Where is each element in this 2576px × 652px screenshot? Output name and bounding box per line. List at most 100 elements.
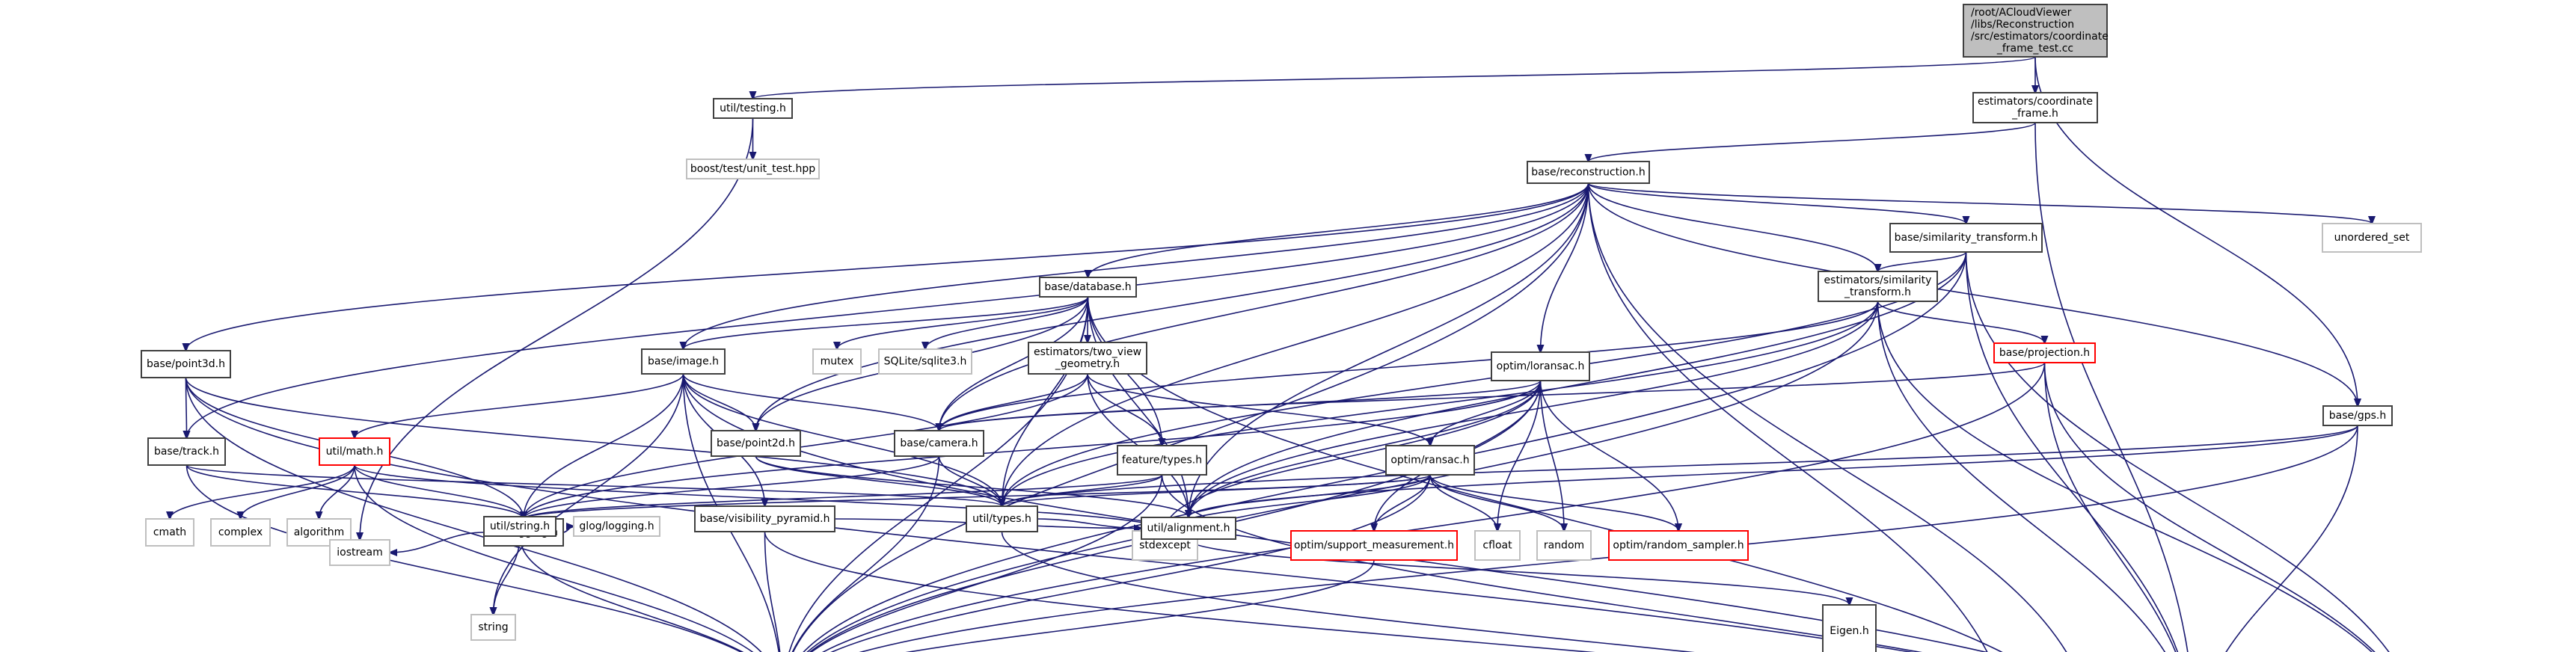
node-label: util/testing.h (720, 102, 786, 114)
node-label: algorithm (294, 526, 345, 538)
node-sqlite-sqlite3-h: SQLite/sqlite3.h (878, 348, 972, 375)
node-box (1972, 92, 2098, 123)
node-box (210, 518, 271, 547)
node-box (1822, 604, 1877, 652)
edge-sim_transform-to-est_sim (1878, 251, 1967, 271)
node-estimators-coordinate-frame-h[interactable]: estimators/coordinate_frame.h (1972, 92, 2098, 123)
node-label: cmath (153, 526, 186, 538)
node-util-testing-h[interactable]: util/testing.h (713, 98, 793, 119)
node-base-database-h[interactable]: base/database.h (1039, 277, 1137, 298)
node-label: base/camera.h (900, 437, 978, 449)
node-iostream: iostream (329, 539, 390, 566)
node-label: optim/loransac.h (1497, 360, 1585, 372)
node-label: base/gps.h (2329, 410, 2386, 422)
node-util-alignment-h[interactable]: util/alignment.h (1141, 517, 1236, 540)
node-label: estimators/two_view (1034, 346, 1141, 358)
node-box (694, 505, 835, 532)
node-optim-ransac-h[interactable]: optim/ransac.h (1385, 445, 1475, 476)
edge-projection-to-vector (822, 362, 2046, 652)
node-box (470, 614, 516, 641)
node-label: /root/ACloudViewer (1971, 7, 2072, 19)
node-label: _geometry.h (1055, 358, 1120, 370)
edge-feature_types-to-logging (524, 474, 1163, 519)
node-label: base/track.h (154, 446, 219, 458)
node-feature-types-h[interactable]: feature/types.h (1117, 445, 1207, 476)
node-base-point2d-h[interactable]: base/point2d.h (711, 430, 801, 457)
edge-point2d-to-alignment (755, 455, 1189, 517)
node-label: util/types.h (972, 513, 1031, 525)
node-base-visibility-pyramid-h[interactable]: base/visibility_pyramid.h (694, 505, 835, 532)
edge-reconstruction-to-alignment (1189, 182, 1589, 517)
node-label: mutex (821, 356, 854, 368)
edge-reconstruction-to-loransac (1541, 182, 1589, 352)
edge-image-to-math (355, 373, 684, 438)
edge-sim_transform-to-vector (803, 251, 1967, 652)
node-box (319, 437, 390, 466)
node-label: boost/test/unit_test.hpp (690, 163, 815, 175)
node-label: base/similarity_transform.h (1895, 232, 2038, 244)
node-box (894, 430, 984, 457)
edge-reconstruction-to-image (684, 182, 1589, 349)
node-estimators-similarity-transform-h[interactable]: estimators/similarity_transform.h (1818, 271, 1938, 302)
edge-reconstruction-to-types (1002, 182, 1589, 506)
edge-loransac-to-ransac (1430, 380, 1542, 446)
edge-image-to-logging (524, 373, 684, 519)
edge-point3d-to-eigen_core (185, 377, 1913, 652)
edge-reconstruction-to-track (187, 182, 1589, 438)
node-base-projection-h[interactable]: base/projection.h (1993, 342, 2096, 363)
edge-reconstruction-to-est_sim (1587, 182, 1878, 271)
node-base-similarity-transform-h[interactable]: base/similarity_transform.h (1889, 223, 2043, 253)
node-box (145, 518, 194, 547)
node-base-image-h[interactable]: base/image.h (641, 348, 726, 375)
edge-database-to-image (684, 296, 1089, 349)
node-box (329, 539, 390, 566)
node-estimators-two-view-geometry-h[interactable]: estimators/two_view_geometry.h (1028, 342, 1147, 375)
node-label: cfloat (1482, 540, 1512, 552)
node-util-math-h[interactable]: util/math.h (319, 437, 390, 466)
node-label: base/database.h (1044, 281, 1131, 293)
node-label: util/string.h (490, 520, 550, 532)
node-eigen-h[interactable]: Eigen.h (1822, 604, 1877, 652)
node-algorithm: algorithm (286, 518, 352, 547)
node-util-types-h[interactable]: util/types.h (966, 505, 1038, 532)
node-base-point3d-h[interactable]: base/point3d.h (141, 350, 231, 378)
edge-database-to-sqlite (925, 296, 1089, 349)
node-box (1385, 445, 1475, 476)
edge-camera-to-vector (791, 455, 940, 652)
edge-ransac-to-random_sampler (1429, 474, 1678, 531)
node-util-string-h[interactable]: util/string.h (483, 516, 556, 537)
node-base-camera-h[interactable]: base/camera.h (894, 430, 984, 457)
node-optim-random-sampler-h[interactable]: optim/random_sampler.h (1608, 530, 1749, 561)
node-label: optim/random_sampler.h (1613, 540, 1744, 552)
edge-reconstruction-to-point2d (756, 182, 1589, 431)
edge-image-to-eigen_core (682, 373, 1988, 652)
node-base-gps-h[interactable]: base/gps.h (2322, 405, 2393, 426)
nodes-layer: /root/ACloudViewer/libs/Reconstruction/s… (141, 4, 2422, 652)
edge-projection-to-eigen_geometry (2043, 362, 2376, 652)
node-optim-support-measurement-h[interactable]: optim/support_measurement.h (1290, 530, 1458, 561)
edge-ransac-to-random (1429, 474, 1564, 531)
edge-two_view-to-camera (939, 373, 1088, 431)
node-box (1608, 530, 1749, 561)
edge-logging-to-glog (562, 526, 574, 533)
edge-database-to-mutex (837, 296, 1089, 349)
node-box (1491, 351, 1590, 381)
node-label: _transform.h (1844, 286, 1911, 298)
edge-types-to-alignment (1037, 518, 1141, 529)
node-base-reconstruction-h[interactable]: base/reconstruction.h (1527, 161, 1650, 184)
node-optim-loransac-h[interactable]: optim/loransac.h (1491, 351, 1590, 381)
node-label: base/projection.h (1999, 347, 2090, 359)
edge-loransac-to-random_sampler (1539, 380, 1679, 531)
node-box (1290, 530, 1458, 561)
edge-est_sim-to-projection (1877, 301, 2045, 343)
edge-est_sim-to-camera (939, 301, 1879, 431)
edge-image-to-types (682, 373, 1002, 506)
edge-reconstruction-to-camera (939, 182, 1589, 431)
edge-math-to-cmath (170, 464, 355, 519)
edge-reconstruction-to-sim_transform (1587, 182, 1966, 224)
node-box (1536, 530, 1592, 561)
node-label: stdexcept (1139, 540, 1191, 552)
node-base-track-h[interactable]: base/track.h (147, 437, 226, 466)
node-root-acloudviewer-libs-reconstruction-src-estimators-coordinate-frame-test-cc[interactable]: /root/ACloudViewer/libs/Reconstruction/s… (1963, 4, 2109, 58)
node-string: string (470, 614, 516, 641)
